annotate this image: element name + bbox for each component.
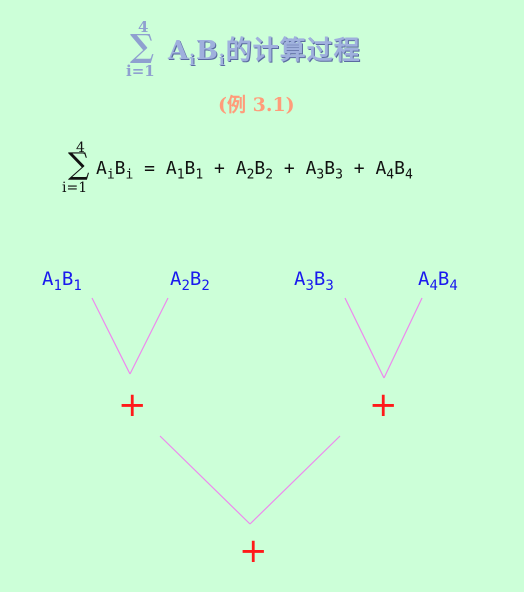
plus-node-root: +: [239, 531, 268, 571]
leaf-term-4: A4B4: [418, 268, 458, 294]
formula-plus-3: +: [342, 158, 376, 179]
connector-leaf1: [91, 297, 131, 375]
formula-sum-upper-limit: 4: [76, 140, 85, 156]
formula-term-3: A3B3: [305, 158, 343, 183]
title-index-a: i: [189, 51, 196, 70]
formula-plus-1: +: [203, 158, 236, 179]
leaf-term-3: A3B3: [294, 268, 334, 294]
plus-node-left: +: [118, 385, 147, 425]
formula-lhs-index-b: i: [125, 167, 134, 183]
title-sum-lower-limit: i=1: [126, 62, 155, 80]
formula-term-1: A1B1: [165, 158, 204, 183]
formula-sum-lower-limit: i=1: [62, 180, 88, 196]
connector-leaf3: [344, 297, 385, 379]
title-sigma-symbol: ∑: [130, 27, 155, 65]
formula-sigma-symbol: ∑: [68, 147, 90, 182]
formula-lhs-index-a: i: [106, 167, 115, 183]
leaf-term-2: A2B2: [170, 268, 210, 294]
plus-node-right: +: [369, 385, 398, 425]
formula-summation: 4 ∑ i=1: [62, 140, 98, 200]
title-index-b: i: [218, 51, 226, 70]
formula-term-4: A4B4: [375, 158, 413, 183]
connector-right-sum: [249, 435, 341, 525]
example-subtitle: (例 3.1): [218, 94, 295, 116]
formula-lhs-b: B: [114, 158, 126, 179]
title-summation: 4 ∑ i=1: [126, 18, 160, 80]
expansion-formula: AiBi = A1B1 + A2B2 + A3B3 + A4B4: [96, 158, 413, 183]
title-term-a: A: [168, 36, 190, 66]
title-term-b: B: [195, 36, 219, 66]
page-title: AiBi的计算过程: [168, 30, 361, 69]
connector-leaf2: [129, 297, 169, 375]
title-text: 的计算过程: [225, 36, 361, 66]
leaf-term-1: A1B1: [42, 268, 82, 294]
title-sum-upper-limit: 4: [138, 18, 149, 36]
formula-equals: =: [133, 158, 166, 179]
formula-lhs-a: A: [96, 158, 107, 179]
formula-term-2: A2B2: [235, 158, 274, 183]
connector-leaf4: [383, 297, 423, 379]
formula-plus-2: +: [273, 158, 306, 179]
connector-left-sum: [159, 435, 251, 525]
